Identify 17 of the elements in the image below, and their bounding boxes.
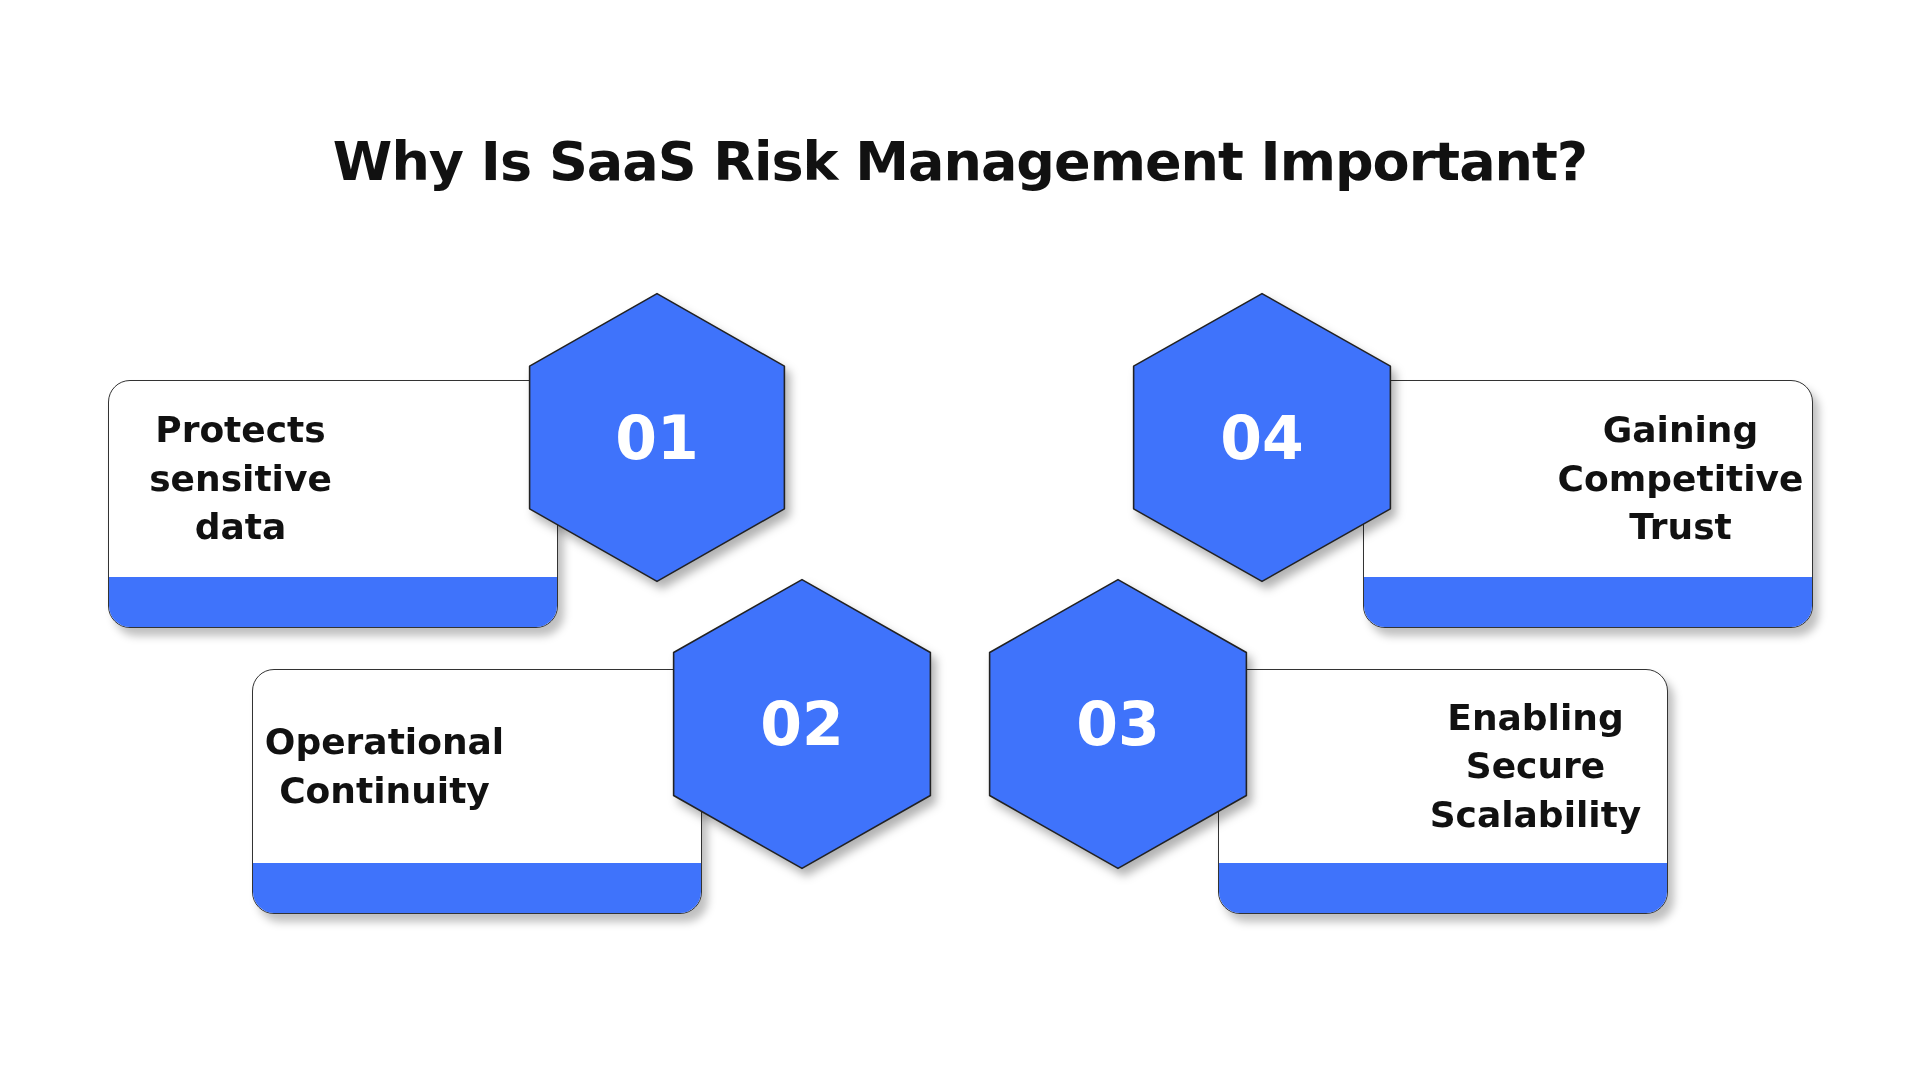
step-number: 02 [760, 689, 844, 759]
card-text: Operational Continuity [264, 719, 505, 813]
hexagon-badge [671, 577, 933, 871]
card-text: Enabling Secure Scalability [1429, 695, 1642, 837]
card [1218, 669, 1668, 914]
step-number: 03 [1076, 689, 1160, 759]
card [108, 380, 558, 628]
hexagon-badge [987, 577, 1249, 871]
step-number: 04 [1220, 402, 1304, 473]
step-number: 01 [615, 402, 699, 473]
hexagon-badge [1131, 291, 1393, 584]
card-text: Protects sensitive data [148, 408, 333, 550]
card [252, 669, 702, 914]
card-text: Gaining Competitive Trust [1557, 408, 1804, 550]
title: Why Is SaaS Risk Management Important? [331, 130, 1589, 193]
hexagon-badge [527, 291, 787, 584]
card [1363, 380, 1813, 628]
